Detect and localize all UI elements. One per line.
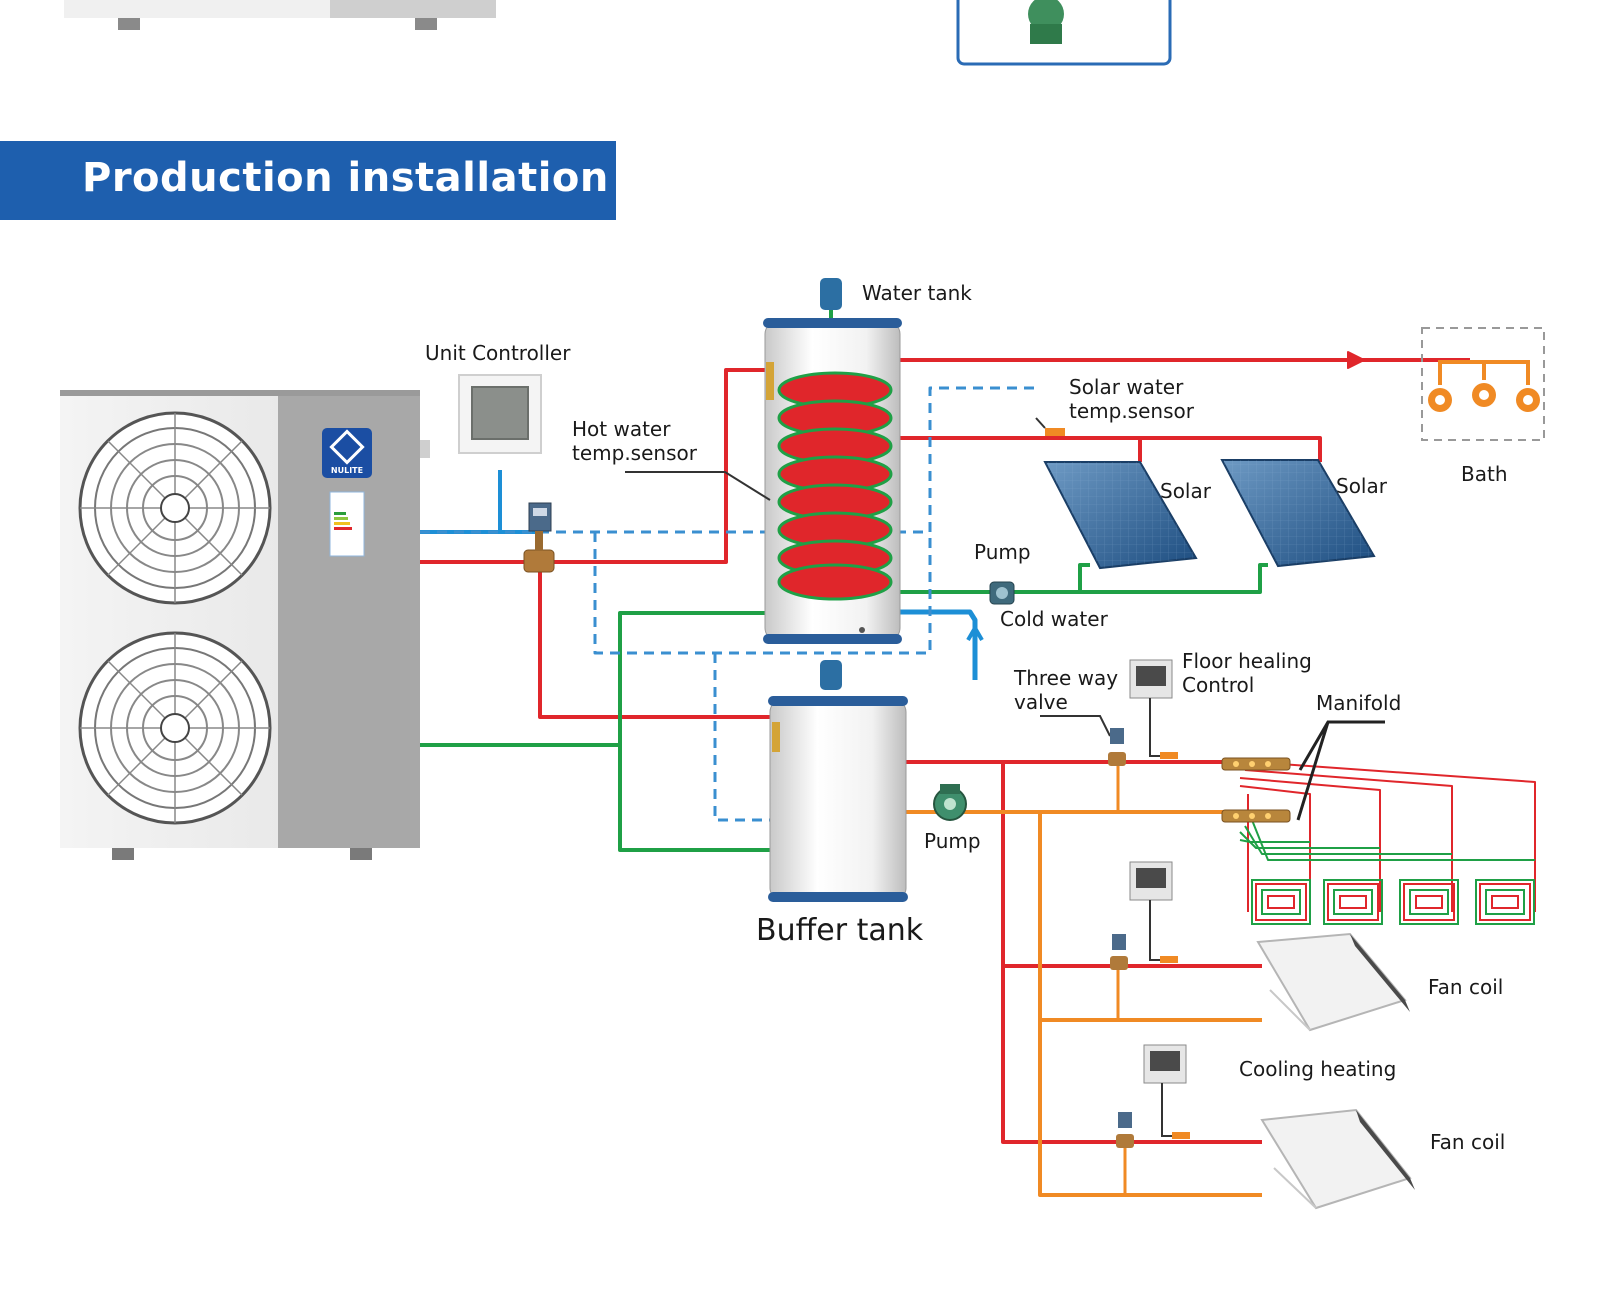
water-tank bbox=[763, 278, 902, 644]
hot-water-sensor-label-line1: Hot water bbox=[572, 417, 671, 441]
solar-pump-label: Pump bbox=[974, 540, 1031, 564]
solar-sensor bbox=[1045, 428, 1065, 436]
solar-2-label: Solar bbox=[1336, 474, 1388, 498]
buffer-tank-label: Buffer tank bbox=[756, 913, 924, 948]
fan-coil-2-unit bbox=[1260, 1108, 1415, 1210]
hot-water-sensor-leader bbox=[625, 471, 771, 501]
buffer-tank bbox=[768, 660, 908, 902]
brand-name: NULITE bbox=[331, 466, 363, 475]
manifold-label: Manifold bbox=[1316, 691, 1401, 715]
floor-coil-2 bbox=[1323, 879, 1383, 925]
solar-sensor-leader bbox=[1035, 417, 1046, 429]
water-tank-label: Water tank bbox=[862, 281, 972, 305]
cooling-heating-label: Cooling heating bbox=[1239, 1057, 1396, 1081]
three-way-valve-label-line2: valve bbox=[1014, 690, 1068, 714]
heating-coil bbox=[777, 371, 893, 601]
unit-controller-label: Unit Controller bbox=[425, 341, 571, 365]
solar-1-label: Solar bbox=[1160, 479, 1212, 503]
buffer-pump bbox=[933, 784, 967, 821]
fan-coil-2-valve bbox=[1116, 1112, 1134, 1148]
floor-heating-controller bbox=[1129, 659, 1178, 759]
three-way-valve-leader bbox=[1040, 715, 1111, 737]
floor-control-label-line1: Floor healing bbox=[1182, 649, 1312, 673]
solar-sensor-label-line1: Solar water bbox=[1069, 375, 1184, 399]
section-banner: Production installation bbox=[0, 141, 616, 220]
banner-title: Production installation bbox=[82, 155, 609, 201]
energy-label bbox=[329, 491, 365, 557]
cold-water-label: Cold water bbox=[1000, 607, 1109, 631]
fan-coil-2-label: Fan coil bbox=[1430, 1130, 1505, 1154]
floor-control-label-line2: Control bbox=[1182, 673, 1254, 697]
solar-panel-2 bbox=[1220, 459, 1376, 568]
fan-coil-2-controller bbox=[1143, 1044, 1190, 1139]
solar-sensor-label-line2: temp.sensor bbox=[1069, 399, 1195, 423]
three-way-valve-floor bbox=[1108, 728, 1126, 766]
fan-coil-1-unit bbox=[1256, 932, 1410, 1032]
three-way-valve-main bbox=[523, 502, 555, 573]
brand-logo: NULITE bbox=[322, 428, 372, 478]
floor-coil-4 bbox=[1475, 879, 1535, 925]
heat-pump-unit: NULITE bbox=[60, 390, 430, 860]
fan-upper bbox=[78, 411, 272, 605]
three-way-valve-label-line1: Three way bbox=[1013, 666, 1118, 690]
unit-foot-left bbox=[112, 848, 134, 860]
floor-heating-coils bbox=[1251, 879, 1535, 925]
fan-coil-1-label: Fan coil bbox=[1428, 975, 1503, 999]
pipe-network bbox=[420, 351, 1536, 1197]
solar-pump bbox=[989, 581, 1015, 605]
unit-foot-right bbox=[350, 848, 372, 860]
previous-section-remnant bbox=[64, 0, 1172, 66]
bath-outlets bbox=[1421, 327, 1545, 441]
fan-lower bbox=[78, 631, 272, 825]
floor-coil-3 bbox=[1399, 879, 1459, 925]
bath-label: Bath bbox=[1461, 462, 1508, 486]
manifold-leader bbox=[1296, 720, 1385, 821]
fan-coil-1-controller bbox=[1129, 861, 1178, 963]
buffer-pump-label: Pump bbox=[924, 829, 981, 853]
solar-panel-1 bbox=[1043, 461, 1198, 570]
fan-coil-1-valve bbox=[1110, 934, 1128, 970]
manifold bbox=[1221, 757, 1291, 823]
unit-controller bbox=[458, 374, 542, 454]
floor-coil-1 bbox=[1251, 879, 1311, 925]
hot-water-sensor-label-line2: temp.sensor bbox=[572, 441, 698, 465]
